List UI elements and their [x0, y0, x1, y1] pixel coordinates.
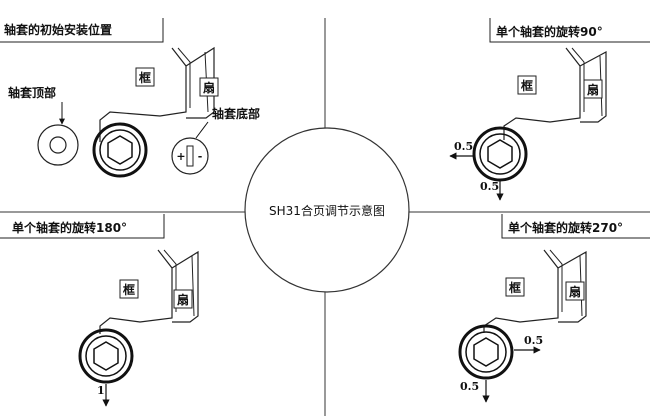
- hinge-sleeve-outer-180: [78, 328, 134, 384]
- sash-label-box-270: [565, 281, 585, 301]
- frame-label-box-90: [517, 75, 537, 95]
- hinge-frame-profile-180: [99, 249, 199, 334]
- center-title: SH31合页调节示意图: [269, 203, 385, 218]
- shift-v-90: 0.5: [480, 180, 499, 193]
- sleeve-bottom-slot: [186, 145, 194, 167]
- heading-180: 单个轴套的旋转180°: [12, 220, 127, 235]
- hinge-sleeve-outer-270: [458, 324, 514, 380]
- hinge-sleeve-mid-180: [85, 335, 127, 377]
- frame-label-box-270: [505, 277, 525, 297]
- plus-sign: +: [176, 150, 185, 163]
- hinge-frame-profile: [99, 46, 215, 142]
- minus-sign: -: [198, 150, 203, 163]
- hinge-sleeve-hex-270: [473, 337, 499, 367]
- heading-bracket: [0, 18, 164, 43]
- shift-h-90: 0.5: [454, 140, 473, 153]
- hinge-sleeve-hex-180: [93, 341, 119, 371]
- center-circle: [244, 127, 410, 293]
- sleeve-bottom-ring: [171, 137, 209, 175]
- heading-bracket-180: [0, 214, 165, 239]
- frame-label-box-180: [119, 279, 139, 299]
- sash-label-90: 扇: [587, 82, 599, 97]
- hinge-sleeve-mid-270: [465, 331, 507, 373]
- frame-label-270: 框: [509, 280, 521, 295]
- hinge-sleeve-outer: [92, 122, 148, 178]
- hinge-sleeve-mid-90: [479, 133, 521, 175]
- frame-label-90: 框: [521, 78, 533, 93]
- frame-label-180: 框: [123, 282, 135, 297]
- sash-label-box-90: [583, 79, 603, 99]
- panel-initial-position: 轴套的初始安装位置 轴套顶部 框 扇 轴套底部 + -: [0, 18, 260, 178]
- sash-label-box: [199, 77, 219, 97]
- hinge-sleeve-outer-90: [472, 126, 528, 182]
- label-sleeve-top: 轴套顶部: [8, 85, 56, 100]
- hinge-frame-profile-90: [503, 47, 607, 140]
- heading-90: 单个轴套的旋转90°: [496, 24, 603, 39]
- shift-h-270: 0.5: [524, 334, 543, 347]
- frame-label: 框: [139, 70, 151, 85]
- panel-rotate-180: 单个轴套的旋转180° 框 扇 1: [0, 214, 199, 407]
- hinge-sleeve-hex-90: [487, 139, 513, 169]
- hinge-sleeve-mid: [99, 129, 141, 171]
- sleeve-top-hole: [49, 136, 67, 154]
- sash-label-box-180: [173, 289, 193, 309]
- panel-rotate-270: 单个轴套的旋转270° 框 扇 0.5 0.5: [458, 214, 650, 403]
- panel-rotate-90: 单个轴套的旋转90° 框 扇 0.5 0.5: [449, 18, 650, 201]
- shift-v-270: 0.5: [460, 380, 479, 393]
- pointer-line-bottom: [195, 121, 209, 139]
- sash-label-270: 扇: [569, 284, 581, 299]
- frame-label-box: [135, 67, 155, 87]
- sash-label: 扇: [203, 80, 215, 95]
- heading-initial: 轴套的初始安装位置: [4, 22, 112, 37]
- label-sleeve-bottom: 轴套底部: [212, 106, 260, 121]
- heading-270: 单个轴套的旋转270°: [508, 220, 623, 235]
- heading-bracket-270: [501, 214, 650, 239]
- shift-v-180: 1: [97, 384, 105, 397]
- sash-label-180: 扇: [177, 292, 189, 307]
- hinge-sleeve-hex: [107, 135, 133, 165]
- heading-bracket-90: [489, 18, 650, 43]
- sleeve-top-ring: [37, 124, 79, 166]
